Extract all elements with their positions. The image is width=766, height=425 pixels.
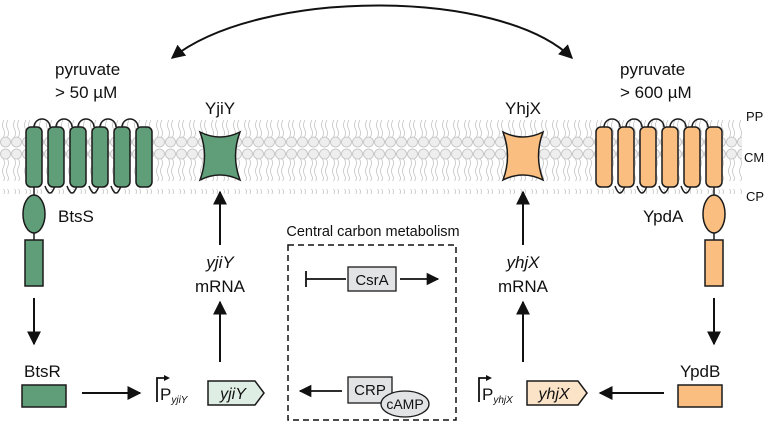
- membrane-label-pp: PP: [746, 109, 763, 124]
- btsR-label: BtsR: [24, 362, 61, 381]
- ypdB-label: YpdB: [680, 362, 720, 381]
- gene-yjiY-label: yjiY: [219, 386, 247, 403]
- gene-yhjX-label: yhjX: [537, 386, 570, 403]
- mrna-left-gene: yjiY: [205, 253, 235, 272]
- membrane-label-cm: CM: [744, 150, 764, 165]
- crosstalk-arrow: [170, 4, 574, 59]
- crp-label: CRP: [354, 382, 386, 399]
- pyruvate-right-line2: > 600 µM: [620, 83, 692, 102]
- svg-text:PyjiY: PyjiY: [160, 385, 189, 406]
- ypdA-label: YpdA: [643, 207, 684, 226]
- yhjX-label: YhjX: [505, 99, 541, 118]
- central-box: [287, 244, 457, 421]
- promoter-yjiY-sub: yjiY: [170, 395, 188, 406]
- btsS-label: BtsS: [58, 207, 94, 226]
- mrna-right-gene: yhjX: [505, 253, 540, 272]
- pyruvate-right-line1: pyruvate: [620, 60, 685, 79]
- camp-ellipse: [380, 390, 430, 418]
- gene-yjiY-box: [207, 380, 265, 406]
- promoter-yhjX: PyhjX: [478, 375, 513, 406]
- yjiY-label: YjiY: [205, 99, 235, 118]
- promoter-yhjX-p: P: [482, 385, 493, 404]
- csrA-label: CsrA: [355, 272, 388, 289]
- mrna-right-word: mRNA: [498, 277, 549, 296]
- csrA-box: [347, 266, 397, 292]
- svg-text:PyhjX: PyhjX: [482, 385, 513, 406]
- ypdB-box: [677, 384, 723, 408]
- yhjX-transporter: [501, 130, 545, 182]
- btsS-receptor: [22, 118, 153, 287]
- promoter-yjiY-p: P: [160, 385, 171, 404]
- btsR-box: [21, 384, 67, 408]
- pyruvate-left-line1: pyruvate: [55, 60, 120, 79]
- central-box-title: Central carbon metabolism: [286, 224, 459, 240]
- gene-yhjX-box: [526, 380, 588, 406]
- pyruvate-left-line2: > 50 µM: [55, 83, 117, 102]
- yjiY-transporter: [198, 130, 242, 182]
- promoter-yjiY: PyjiY: [156, 375, 189, 406]
- mrna-left-word: mRNA: [195, 277, 246, 296]
- promoter-yhjX-sub: yhjX: [492, 395, 513, 406]
- membrane-label-cp: CP: [746, 189, 764, 204]
- ypdA-receptor: [595, 118, 726, 287]
- camp-label: cAMP: [386, 396, 423, 412]
